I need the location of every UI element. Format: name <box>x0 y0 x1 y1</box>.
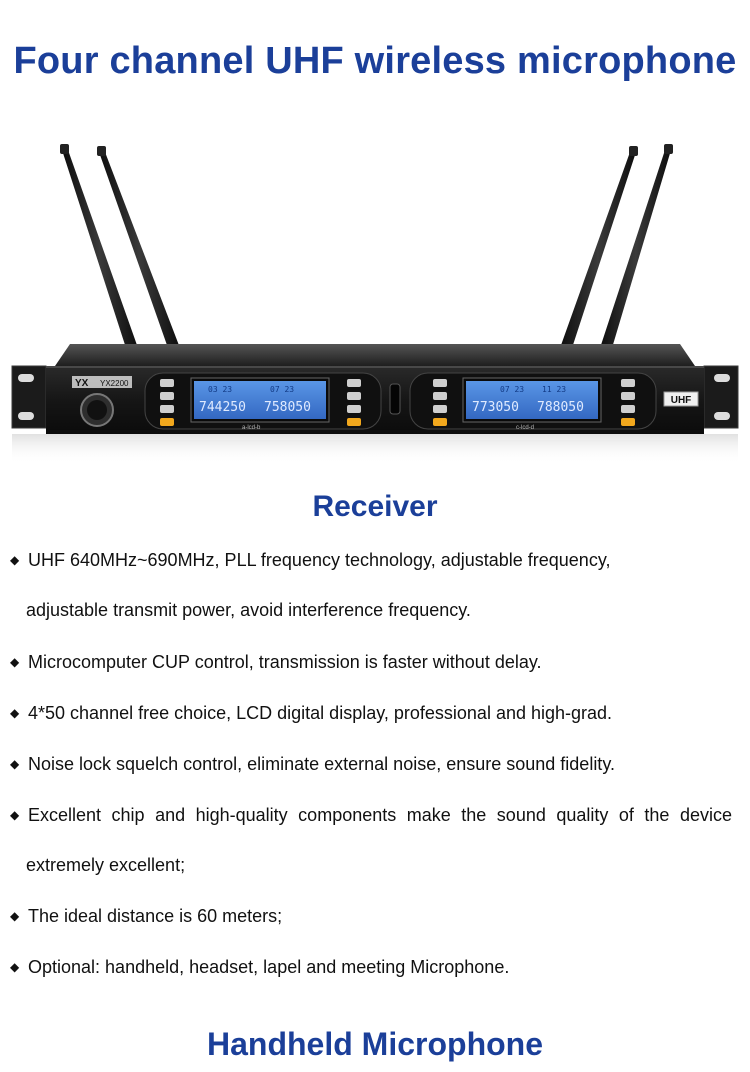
right-buttons-b <box>621 379 635 426</box>
uhf-badge: UHF <box>671 395 692 406</box>
feature-item-4: ◆Noise lock squelch control, eliminate e… <box>10 754 615 774</box>
svg-text:a-lcd-b: a-lcd-b <box>242 425 261 431</box>
feature-item-5-continued: extremely excellent; <box>26 855 186 875</box>
model-label: YX2200 <box>100 379 129 388</box>
antenna-left-outer <box>60 144 138 348</box>
antenna-right-inner <box>560 146 638 348</box>
feature-item-1: ◆UHF 640MHz~690MHz, PLL frequency techno… <box>10 550 611 570</box>
diamond-bullet-icon: ◆ <box>10 960 20 974</box>
feature-item-3: ◆4*50 channel free choice, LCD digital d… <box>10 703 613 723</box>
svg-text:773050: 773050 <box>472 400 519 415</box>
diamond-bullet-icon: ◆ <box>10 808 20 822</box>
diamond-bullet-icon: ◆ <box>10 909 20 923</box>
left-buttons-b <box>347 379 361 426</box>
feature-item-1-continued: adjustable transmit power, avoid interfe… <box>26 600 471 620</box>
diamond-bullet-icon: ◆ <box>10 553 20 567</box>
left-buttons-a <box>160 379 174 426</box>
diamond-bullet-icon: ◆ <box>10 757 20 771</box>
feature-item-5: ◆Excellent chip and high-quality compone… <box>10 805 732 825</box>
feature-item-6: ◆The ideal distance is 60 meters; <box>10 906 283 926</box>
feature-item-2: ◆Microcomputer CUP control, transmission… <box>10 652 542 672</box>
page-title: Four channel UHF wireless microphone <box>13 40 737 82</box>
svg-text:788050: 788050 <box>537 400 584 415</box>
svg-text:03 23: 03 23 <box>208 385 232 394</box>
feature-item-7: ◆Optional: handheld, headset, lapel and … <box>10 957 510 977</box>
diamond-bullet-icon: ◆ <box>10 655 20 669</box>
svg-text:07 23: 07 23 <box>270 385 294 394</box>
antenna-left-inner <box>97 146 180 348</box>
svg-text:07 23: 07 23 <box>500 385 524 394</box>
diamond-bullet-icon: ◆ <box>10 706 20 720</box>
brand-logo: YX <box>75 378 89 389</box>
svg-text:c-lcd-d: c-lcd-d <box>516 425 534 431</box>
receiver-product-image: YX YX2200 03 23 07 23 744250 758050 a-lc… <box>0 130 750 470</box>
handheld-heading: Handheld Microphone <box>207 1026 543 1062</box>
svg-text:744250: 744250 <box>199 400 246 415</box>
antenna-right-outer <box>600 144 673 348</box>
right-buttons-a <box>433 379 447 426</box>
receiver-heading: Receiver <box>312 490 438 523</box>
svg-text:11 23: 11 23 <box>542 385 566 394</box>
svg-text:758050: 758050 <box>264 400 311 415</box>
